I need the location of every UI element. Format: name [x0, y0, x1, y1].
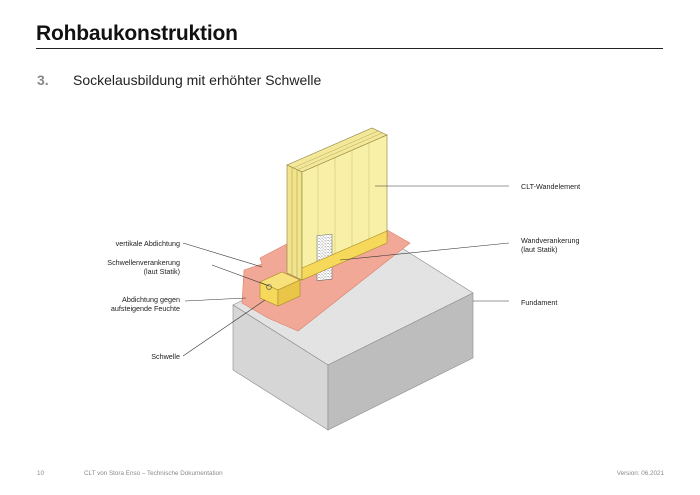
section-title: Sockelausbildung mit erhöhter Schwelle [73, 72, 322, 88]
clt-wall-element [286, 127, 388, 281]
section-number: 3. [37, 72, 49, 88]
label-vertical-seal: vertikale Abdichtung [115, 239, 180, 248]
sill-strip [301, 230, 388, 281]
label-rising-damp-seal: Abdichtung gegen aufsteigende Feuchte [110, 295, 180, 313]
label-clt-wall: CLT-Wandelement [521, 182, 581, 191]
label-sill-anchor: Schwellenverankerung (laut Statik) [107, 258, 180, 276]
label-sill: Schwelle [151, 352, 180, 361]
sill-beam [259, 271, 301, 307]
page-title: Rohbaukonstruktion [36, 22, 238, 45]
label-foundation: Fundament [521, 298, 558, 307]
footer-version: Version: 06.2021 [616, 470, 664, 477]
footer-document-title: CLT von Stora Enso – Technische Dokument… [84, 470, 223, 477]
label-wall-anchor: Wandverankerung (laut Statik) [521, 236, 580, 254]
title-divider [36, 48, 663, 49]
footer-page-number: 10 [37, 470, 45, 477]
leader-lines [182, 185, 510, 357]
